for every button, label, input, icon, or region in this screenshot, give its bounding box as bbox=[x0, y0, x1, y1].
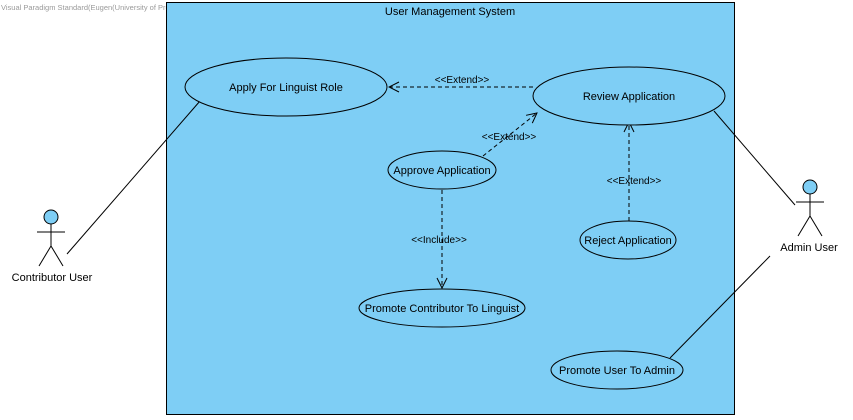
watermark-text: Visual Paradigm Standard(Eugen(Universit… bbox=[1, 3, 190, 12]
usecase-reject-application[interactable]: Reject Application bbox=[579, 220, 677, 260]
extend-label-reject-review: <<Extend>> bbox=[607, 176, 662, 187]
usecase-label: Promote User To Admin bbox=[559, 365, 675, 377]
extend-label-review-apply: <<Extend>> bbox=[435, 75, 490, 86]
usecase-promote-contributor-to-linguist[interactable]: Promote Contributor To Linguist bbox=[358, 288, 526, 328]
system-title: User Management System bbox=[385, 6, 515, 18]
usecase-label: Promote Contributor To Linguist bbox=[365, 303, 520, 315]
actor-admin-user[interactable]: Admin User bbox=[780, 179, 838, 254]
association-contributor-apply[interactable] bbox=[66, 100, 201, 255]
actor-figure-icon bbox=[37, 209, 65, 267]
association-admin-promote[interactable] bbox=[669, 255, 771, 359]
actor-label: Admin User bbox=[780, 242, 838, 254]
extend-label-approve-review: <<Extend>> bbox=[482, 132, 537, 143]
include-label-approve-promote: <<Include>> bbox=[411, 235, 467, 246]
usecase-label: Review Application bbox=[583, 91, 675, 103]
usecase-review-application[interactable]: Review Application bbox=[532, 66, 726, 126]
usecase-approve-application[interactable]: Approve Application bbox=[387, 150, 497, 190]
usecase-label: Apply For Linguist Role bbox=[229, 82, 343, 94]
usecase-label: Approve Application bbox=[393, 165, 490, 177]
association-admin-review[interactable] bbox=[713, 110, 796, 206]
usecase-label: Reject Application bbox=[584, 235, 671, 247]
actor-label: Contributor User bbox=[12, 272, 93, 284]
usecase-apply-for-linguist-role[interactable]: Apply For Linguist Role bbox=[184, 57, 388, 117]
extend-arrow-approve-review[interactable] bbox=[482, 113, 537, 157]
actor-contributor-user[interactable]: Contributor User bbox=[12, 209, 93, 284]
usecase-promote-user-to-admin[interactable]: Promote User To Admin bbox=[550, 350, 684, 390]
actor-figure-icon bbox=[796, 179, 824, 237]
